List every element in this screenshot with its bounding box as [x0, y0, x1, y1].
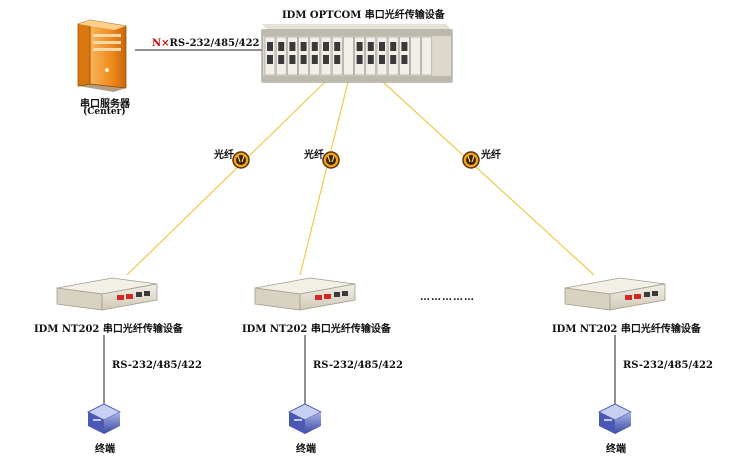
- chassis-port: [267, 55, 273, 64]
- remote-device-label-2: IDM NT202 串口光纤传输设备: [242, 324, 391, 335]
- center-server-label: 串口服务器: [80, 99, 130, 110]
- server-link-text: RS-232/485/422: [169, 38, 260, 49]
- chassis-port: [356, 55, 363, 64]
- server-link-prefix: N×: [152, 38, 170, 49]
- ellipsis-more-devices: ……………: [420, 292, 475, 303]
- rack-chassis-icon[interactable]: [261, 24, 453, 83]
- terminal-label-2: 终端: [296, 444, 316, 455]
- chassis-port: [390, 55, 397, 64]
- fiber-line-3: [382, 81, 595, 276]
- chassis-port: [323, 55, 329, 64]
- chassis-port: [300, 42, 307, 51]
- chassis-port: [323, 42, 329, 51]
- remote-device-icon-2[interactable]: [254, 277, 356, 311]
- remote-device-icon-1[interactable]: [56, 277, 158, 311]
- fiber-label-2: 光纤: [304, 150, 324, 161]
- chassis-port: [401, 42, 408, 51]
- remote-device-label-3: IDM NT202 串口光纤传输设备: [552, 324, 701, 335]
- fiber-connector-icon-2: [322, 151, 340, 169]
- chassis-port: [334, 55, 341, 64]
- chassis-port: [379, 55, 385, 64]
- chassis-port: [367, 55, 374, 64]
- chassis-port: [390, 42, 397, 51]
- fiber-line-2: [299, 81, 349, 276]
- chassis-port: [278, 55, 285, 64]
- chassis-slot-card: [410, 36, 421, 76]
- remote-link-label-1: RS-232/485/422: [112, 360, 202, 371]
- remote-device-icon-3[interactable]: [564, 277, 666, 311]
- terminal-label-3: 终端: [606, 444, 626, 455]
- chassis-port: [379, 42, 385, 51]
- terminal-icon-1[interactable]: [87, 403, 121, 434]
- chassis-port: [356, 42, 363, 51]
- server-tower-icon[interactable]: [77, 19, 127, 92]
- chassis-port: [311, 42, 318, 51]
- remote-link-label-3: RS-232/485/422: [623, 360, 713, 371]
- server-link-label: N×RS-232/485/422: [152, 38, 260, 49]
- chassis-port: [367, 42, 374, 51]
- main-equipment-label: IDM OPTCOM 串口光纤传输设备: [282, 10, 445, 21]
- fiber-label-1: 光纤: [214, 150, 234, 161]
- chassis-port: [278, 42, 285, 51]
- fiber-connector-icon-3: [462, 151, 480, 169]
- chassis-port: [401, 55, 408, 64]
- chassis-slot-card: [421, 36, 433, 76]
- chassis-slot-card: [343, 36, 354, 76]
- chassis-port: [334, 42, 341, 51]
- chassis-port: [289, 55, 296, 64]
- chassis-port: [289, 42, 296, 51]
- fiber-line-1: [126, 81, 326, 276]
- terminal-label-1: 终端: [95, 444, 115, 455]
- chassis-port: [300, 55, 307, 64]
- fiber-connector-icon-1: [232, 151, 250, 169]
- chassis-port: [311, 55, 318, 64]
- fiber-label-3: 光纤: [481, 150, 501, 161]
- remote-link-label-2: RS-232/485/422: [313, 360, 403, 371]
- terminal-icon-2[interactable]: [288, 403, 322, 434]
- remote-device-label-1: IDM NT202 串口光纤传输设备: [34, 324, 183, 335]
- terminal-icon-3[interactable]: [598, 403, 632, 434]
- chassis-port: [267, 42, 273, 51]
- center-server-sublabel: (Center): [83, 107, 126, 117]
